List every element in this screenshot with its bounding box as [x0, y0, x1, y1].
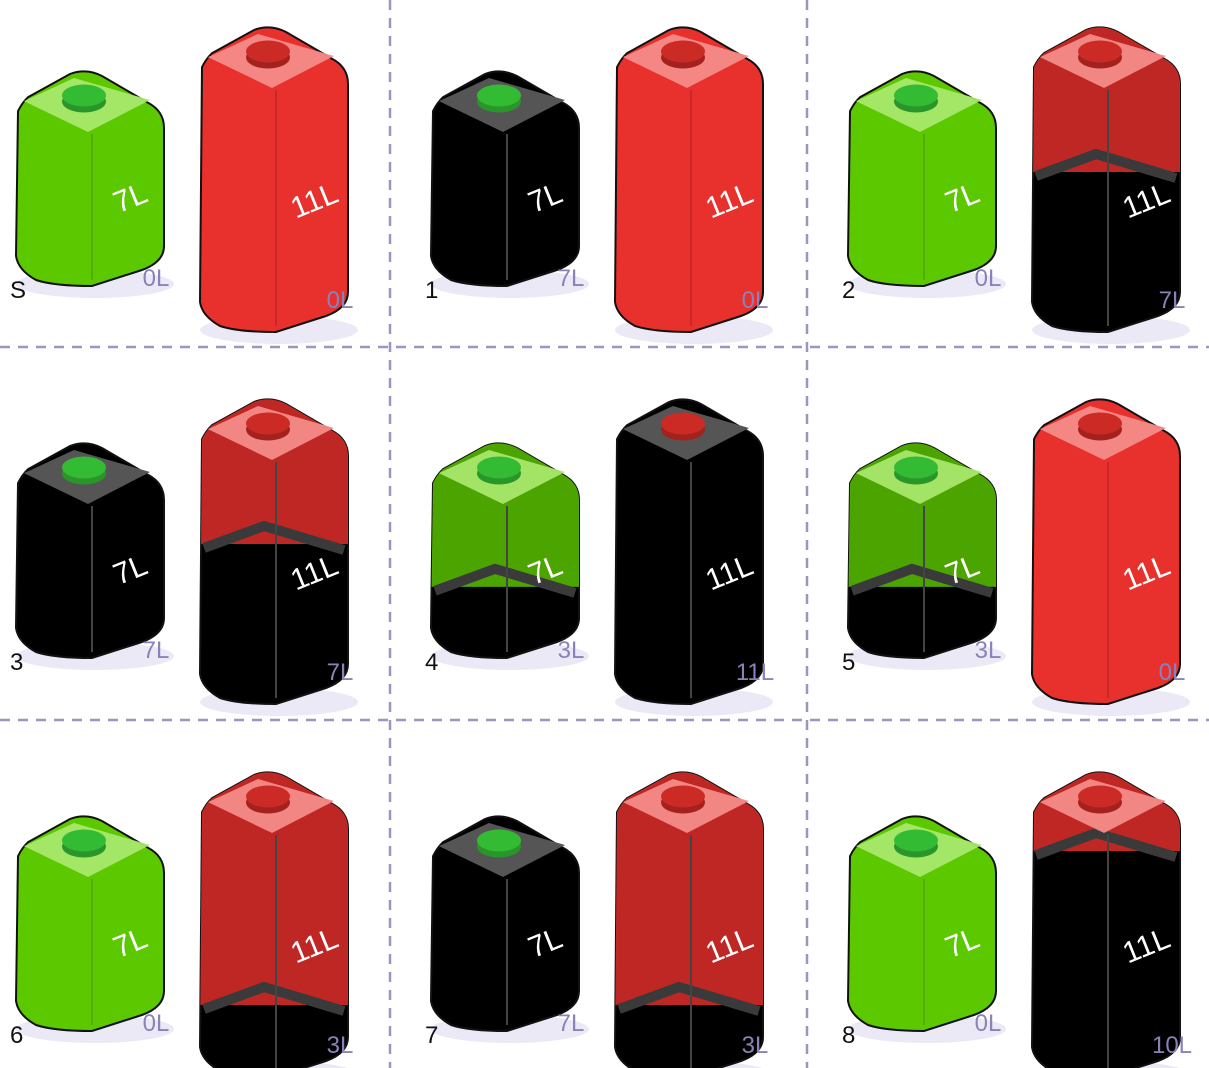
cap-icon	[477, 457, 521, 479]
small-jug: 7L	[16, 443, 174, 670]
small-jug: 7L	[431, 816, 589, 1043]
step-label: 6	[10, 1022, 23, 1049]
step-label: 7	[425, 1022, 438, 1049]
cap-icon	[246, 41, 290, 63]
small-jug: 7L	[848, 71, 1006, 298]
large-jug-amount: 7L	[327, 659, 354, 686]
small-jug-amount: 3L	[975, 637, 1002, 664]
cap-icon	[62, 457, 106, 479]
step-label: 8	[842, 1022, 855, 1049]
cap-icon	[246, 786, 290, 808]
large-jug: 11L	[193, 763, 358, 1068]
cap-icon	[894, 830, 938, 852]
small-jug-amount: 0L	[975, 265, 1002, 292]
large-jug-amount: 10L	[1152, 1032, 1192, 1059]
small-jug-amount: 3L	[558, 637, 585, 664]
large-jug-amount: 7L	[1159, 287, 1186, 314]
step-label: 5	[842, 649, 855, 676]
large-jug-amount: 3L	[327, 1032, 354, 1059]
cap-icon	[477, 830, 521, 852]
cap-icon	[1078, 413, 1122, 435]
small-jug: 7L	[841, 434, 1006, 670]
large-jug: 11L	[608, 763, 773, 1068]
cap-icon	[62, 830, 106, 852]
small-jug-amount: 0L	[143, 265, 170, 292]
cap-icon	[894, 457, 938, 479]
cap-icon	[246, 413, 290, 435]
large-jug-amount: 11L	[736, 659, 774, 686]
large-jug-amount: 0L	[1159, 659, 1186, 686]
small-jug-amount: 7L	[558, 265, 585, 292]
small-jug-amount: 7L	[558, 1010, 585, 1037]
cap-icon	[894, 85, 938, 107]
large-jug: 11L	[1025, 763, 1190, 1068]
cap-icon	[661, 413, 705, 435]
large-jug-amount: 0L	[742, 287, 769, 314]
small-jug: 7L	[424, 434, 589, 670]
small-jug: 7L	[431, 71, 589, 298]
large-jug-amount: 0L	[327, 287, 354, 314]
small-jug-amount: 7L	[143, 637, 170, 664]
small-jug-amount: 0L	[143, 1010, 170, 1037]
large-jug-amount: 3L	[742, 1032, 769, 1059]
step-label: 3	[10, 649, 23, 676]
step-label: 1	[425, 277, 438, 304]
cap-icon	[661, 41, 705, 63]
cap-icon	[1078, 786, 1122, 808]
cap-icon	[477, 85, 521, 107]
step-label: S	[10, 277, 26, 304]
step-label: 2	[842, 277, 855, 304]
small-jug-amount: 0L	[975, 1010, 1002, 1037]
small-jug: 7L	[16, 71, 174, 298]
cap-icon	[661, 786, 705, 808]
small-jug: 7L	[848, 816, 1006, 1043]
cap-icon	[62, 85, 106, 107]
step-label: 4	[425, 649, 438, 676]
small-jug: 7L	[16, 816, 174, 1043]
cap-icon	[1078, 41, 1122, 63]
